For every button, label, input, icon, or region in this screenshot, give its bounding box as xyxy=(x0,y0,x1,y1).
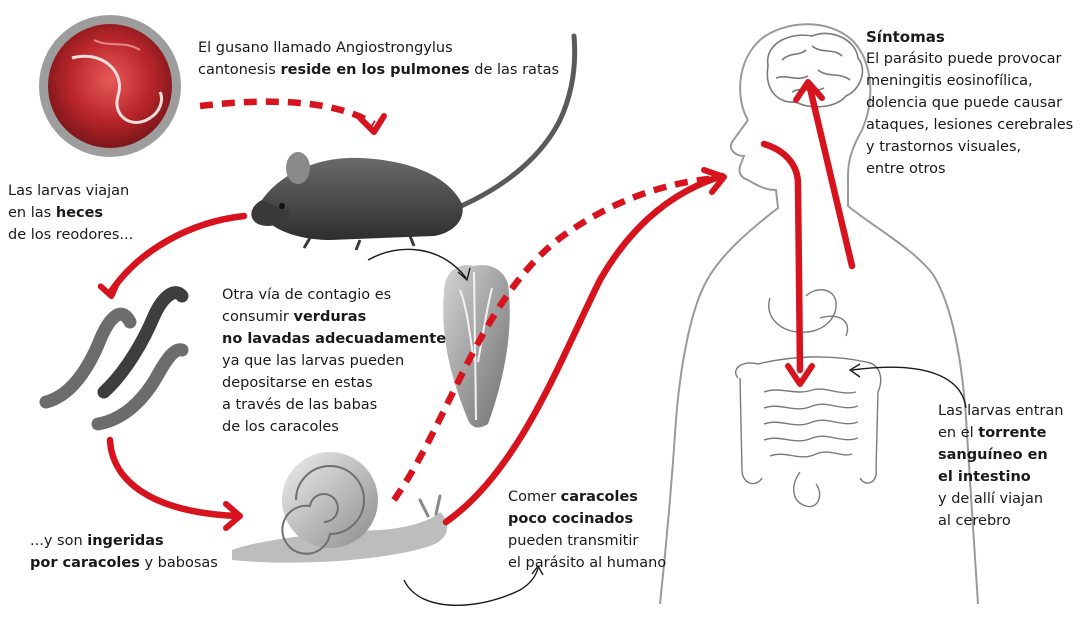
bloodstream-line3: sanguíneo en xyxy=(938,444,1063,466)
eat-snails-line1: Comer caracoles xyxy=(508,486,666,508)
feces-caption-text: en las xyxy=(8,205,56,221)
vegetables-line3: no lavadas adecuadamente xyxy=(222,328,446,350)
feces-caption-line1: Las larvas viajan xyxy=(8,180,133,202)
bloodstream-caption: Las larvas entran en el torrente sanguín… xyxy=(938,400,1063,532)
snails-ingest-text2: y babosas xyxy=(140,555,218,571)
lettuce-icon xyxy=(443,265,510,428)
symptoms-line4: ataques, lesiones cerebrales xyxy=(866,114,1073,136)
vegetables-bold: verduras xyxy=(294,309,367,325)
symptoms-title: Síntomas xyxy=(866,26,1073,48)
symptoms-line1: El parásito puede provocar xyxy=(866,48,1073,70)
magnified-worm-icon xyxy=(39,15,181,157)
arrow-to-brain xyxy=(810,88,852,266)
bloodstream-line1: Las larvas entran xyxy=(938,400,1063,422)
symptoms-caption: Síntomas El parásito puede provocar meni… xyxy=(866,26,1073,180)
snails-ingest-bold2: por caracoles xyxy=(30,555,140,571)
snails-ingest-line2: por caracoles y babosas xyxy=(30,552,218,574)
snails-ingest-bold: ingeridas xyxy=(87,533,163,549)
vegetables-line2: consumir verduras xyxy=(222,306,446,328)
eat-snails-caption: Comer caracoles poco cocinados pueden tr… xyxy=(508,486,666,574)
worm-caption-line2: cantonesis reside en los pulmones de las… xyxy=(198,59,559,81)
snail-icon xyxy=(232,452,447,563)
bloodstream-bold3: el intestino xyxy=(938,469,1031,485)
eat-snails-bold2: poco cocinados xyxy=(508,511,633,527)
worm-caption: El gusano llamado Angiostrongylus canton… xyxy=(198,37,559,81)
vegetables-bold2: no lavadas adecuadamente xyxy=(222,331,446,347)
vegetables-line6: a través de las babas xyxy=(222,394,446,416)
snails-ingest-text: ...y son xyxy=(30,533,87,549)
bloodstream-bold2: sanguíneo en xyxy=(938,447,1048,463)
worm-caption-text: cantonesis xyxy=(198,62,280,78)
arrow-stomach-to-intestine xyxy=(764,144,800,370)
vegetables-caption: Otra vía de contagio es consumir verdura… xyxy=(222,284,446,438)
snails-ingest-line1: ...y son ingeridas xyxy=(30,530,218,552)
bloodstream-line4: el intestino xyxy=(938,466,1063,488)
worm-caption-text-end: de las ratas xyxy=(470,62,559,78)
eat-snails-line2: poco cocinados xyxy=(508,508,666,530)
worm-caption-bold: reside en los pulmones xyxy=(280,62,469,78)
symptoms-line2: meningitis eosinofílica, xyxy=(866,70,1073,92)
symptoms-line6: entre otros xyxy=(866,158,1073,180)
bloodstream-line5: y de allí viajan xyxy=(938,488,1063,510)
arrow-larvae-to-snail xyxy=(110,440,236,516)
vegetables-line7: de los caracoles xyxy=(222,416,446,438)
symptoms-line5: y trastornos visuales, xyxy=(866,136,1073,158)
bloodstream-bold: torrente xyxy=(978,425,1046,441)
vegetables-text: consumir xyxy=(222,309,294,325)
vegetables-line1: Otra vía de contagio es xyxy=(222,284,446,306)
feces-caption-line2: en las heces xyxy=(8,202,133,224)
feces-caption-line3: de los reodores... xyxy=(8,224,133,246)
intestine-icon xyxy=(736,290,881,507)
vegetables-line5: depositarse en estas xyxy=(222,372,446,394)
bloodstream-line6: al cerebro xyxy=(938,510,1063,532)
vegetables-line4: ya que las larvas pueden xyxy=(222,350,446,372)
bloodstream-text: en el xyxy=(938,425,978,441)
feces-caption: Las larvas viajan en las heces de los re… xyxy=(8,180,133,246)
snails-ingest-caption: ...y son ingeridas por caracoles y babos… xyxy=(30,530,218,574)
eat-snails-bold: caracoles xyxy=(561,489,638,505)
larvae-icon xyxy=(46,293,182,424)
feces-caption-bold: heces xyxy=(56,205,103,221)
symptoms-line3: dolencia que puede causar xyxy=(866,92,1073,114)
eat-snails-line4: el parásito al humano xyxy=(508,552,666,574)
bloodstream-line2: en el torrente xyxy=(938,422,1063,444)
worm-caption-line1: El gusano llamado Angiostrongylus xyxy=(198,37,559,59)
eat-snails-text: Comer xyxy=(508,489,561,505)
arrow-worm-to-rat xyxy=(200,102,374,124)
eat-snails-line3: pueden transmitir xyxy=(508,530,666,552)
